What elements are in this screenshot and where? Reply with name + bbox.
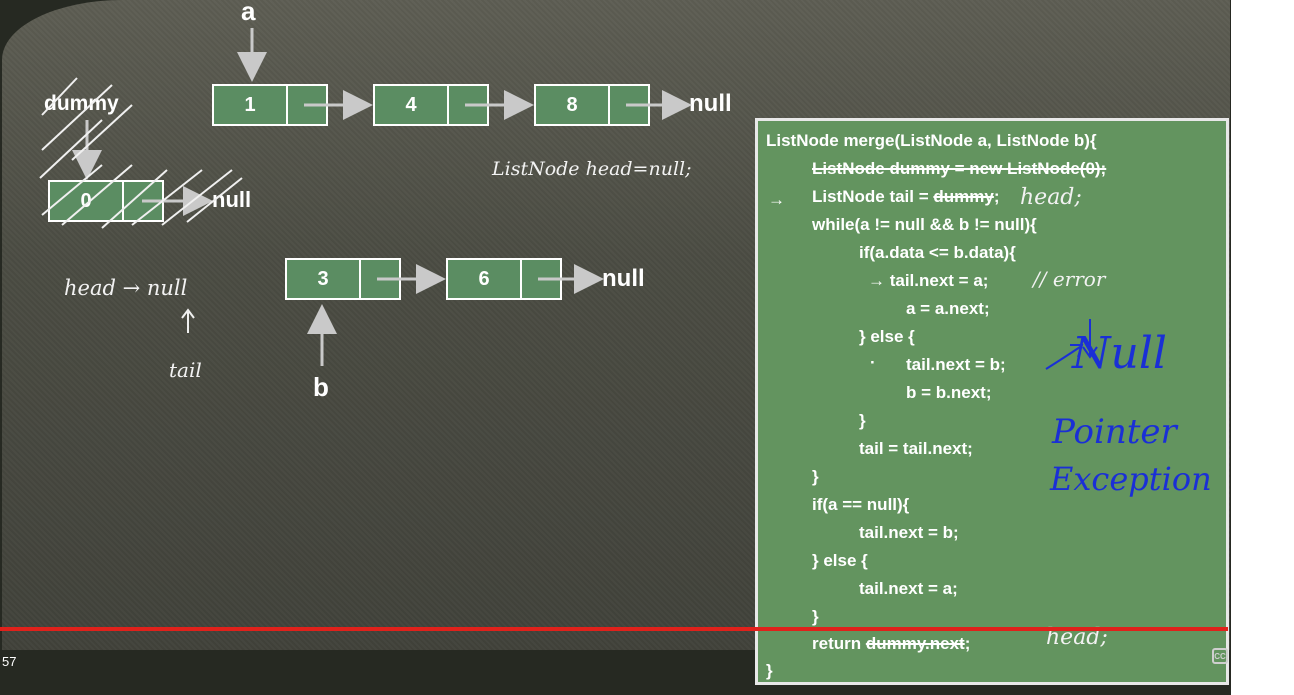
list-node: 8 [534,84,650,126]
code-line: while(a != null && b != null){ [812,215,1037,234]
code-line: } else { [812,551,868,570]
ink-arrow-icon [1045,319,1098,370]
list-node: 6 [446,258,562,300]
bullet-dot: · [870,353,876,372]
note-head-inline: head; [1020,185,1082,210]
code-line: } [812,467,819,486]
null-label: null [602,265,645,292]
note-pointer: Pointer [1052,412,1177,452]
code-line: return dummy.next; [812,634,971,653]
time-display: 57 [2,654,17,669]
list-node: 3 [285,258,401,300]
code-line: } [859,411,866,430]
code-line: if(a.data <= b.data){ [859,243,1016,262]
dummy-null-label: null [212,187,252,212]
node-value: 8 [536,86,610,124]
note-null: Null [1072,328,1167,379]
slide: a dummy 1 4 8 null 0 null 3 6 null b [2,0,1230,685]
code-line: ListNode merge(ListNode a, ListNode b){ [766,131,1097,150]
list-node: 4 [373,84,489,126]
code-line: tail.next = b; [906,355,1006,374]
code-line: ListNode tail = dummy; [812,187,1000,206]
note-listnode-head: ListNode head=null; [492,158,692,180]
code-line-struck: ListNode dummy = new ListNode(0); [812,159,1107,178]
node-value: 0 [50,182,124,220]
note-head-null: head → null [64,276,188,300]
code-line: if(a == null){ [812,495,910,514]
note-tail: tail [169,358,202,382]
node-value: 6 [448,260,522,298]
pointer-arrow-icon: → [768,190,785,209]
code-line: tail = tail.next; [859,439,973,458]
code-line: a = a.next; [906,299,990,318]
code-line: } [812,607,819,626]
label-a: a [241,0,256,26]
null-label: null [689,90,732,117]
label-b: b [313,372,329,402]
node-value: 1 [214,86,288,124]
code-line: } [766,661,773,680]
arrows-overlay [39,28,692,366]
note-exception: Exception [1050,460,1212,498]
code-line: tail.next = b; [859,523,959,542]
video-frame: a dummy 1 4 8 null 0 null 3 6 null b [0,0,1231,695]
code-line: b = b.next; [906,383,992,402]
code-panel: ListNode merge(ListNode a, ListNode b){ … [755,118,1229,685]
code-line: } else { [859,327,915,346]
node-value: 4 [375,86,449,124]
label-dummy: dummy [44,92,119,115]
code-line: → tail.next = a; [868,271,989,290]
note-error: // error [1033,267,1106,291]
captions-button[interactable]: CC [1212,648,1228,664]
progress-bar[interactable] [0,627,1228,631]
node-value: 3 [287,260,361,298]
code-line: tail.next = a; [859,579,958,598]
